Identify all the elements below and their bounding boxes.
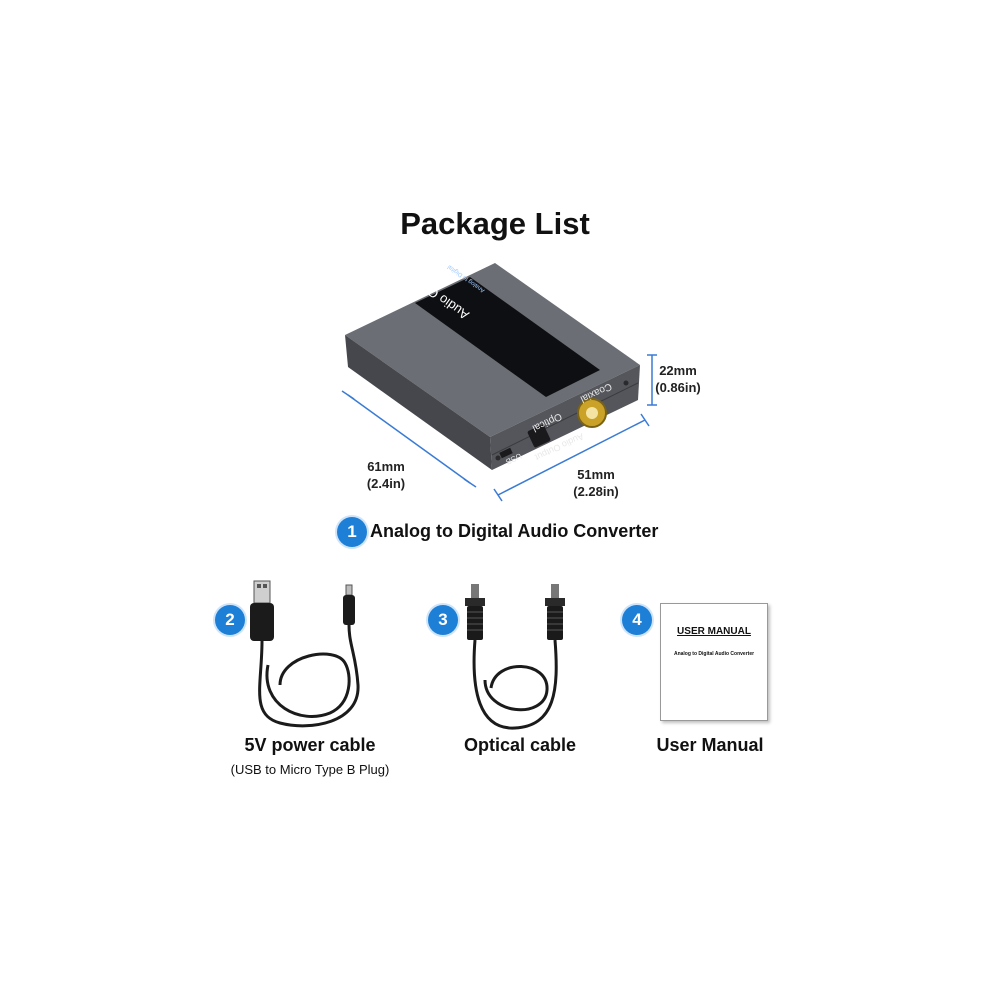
item-2-label: 5V power cable xyxy=(244,735,376,755)
converter-device-image: Audio Converter Analog to Digital Coaxia… xyxy=(341,256,657,502)
item-3-badge: 3 xyxy=(428,605,458,635)
user-manual-image: USER MANUAL Analog to Digital Audio Conv… xyxy=(660,603,768,721)
item-2-badge: 2 xyxy=(215,605,245,635)
manual-subheading: Analog to Digital Audio Converter xyxy=(673,651,755,657)
dimension-width: 51mm (2.28in) xyxy=(573,467,619,499)
device-top-panel xyxy=(415,277,600,397)
item-3-label: Optical cable xyxy=(463,735,577,755)
item-1-badge: 1 xyxy=(337,517,367,547)
usb-port xyxy=(499,447,513,459)
device-front-face xyxy=(490,365,640,470)
item-1-label: Analog to Digital Audio Converter xyxy=(370,521,659,541)
usb-cable-image xyxy=(250,580,360,728)
manual-heading: USER MANUAL xyxy=(677,626,751,637)
dimension-length: 61mm (2.4in) xyxy=(366,459,406,491)
page-title: Package List xyxy=(400,206,590,241)
optical-cable-image xyxy=(465,584,565,730)
item-4-label: User Manual xyxy=(656,735,764,755)
dimension-height: 22mm (0.86in) xyxy=(655,363,701,395)
device-left-face xyxy=(345,335,492,470)
item-2-sublabel: (USB to Micro Type B Plug) xyxy=(230,762,390,777)
optical-port xyxy=(527,424,551,448)
item-4-badge: 4 xyxy=(622,605,652,635)
